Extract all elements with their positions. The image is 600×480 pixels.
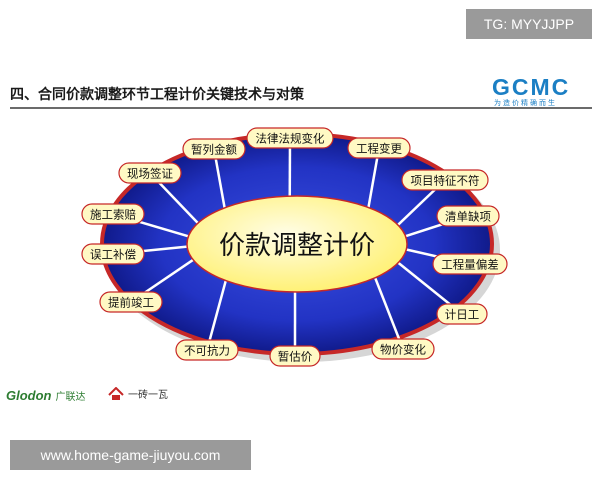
node-10: 提前竣工: [99, 291, 163, 313]
node-badge: [436, 303, 488, 325]
node-badge: [81, 243, 145, 265]
brand-mark: 一砖一瓦: [108, 386, 168, 401]
node-2: 工程变更: [347, 137, 411, 159]
node-badge: [432, 253, 508, 275]
node-label: 现场签证: [127, 167, 173, 181]
glodon-wordmark: Glodon: [6, 387, 52, 403]
spoke-line: [373, 277, 405, 350]
node-label: 不可抗力: [184, 344, 230, 358]
node-label: 工程量偏差: [441, 258, 499, 272]
node-label: 暂列金额: [191, 143, 237, 157]
node-badge: [175, 339, 239, 361]
node-1: 法律法规变化: [246, 127, 334, 149]
node-label: 提前竣工: [108, 296, 154, 310]
spokes: [112, 137, 471, 357]
node-badge: [371, 338, 435, 360]
node-label: 工程变更: [356, 142, 402, 156]
node-badge: [347, 137, 411, 159]
node-badge: [99, 291, 163, 313]
glodon-logo: Glodon 广联达: [6, 384, 86, 406]
center-ellipse: [186, 195, 408, 293]
node-label: 物价变化: [380, 343, 426, 357]
title-divider: [10, 107, 592, 109]
node-6: 计日工: [436, 303, 488, 325]
url-watermark: www.home-game-jiuyou.com: [10, 440, 251, 470]
node-label: 暂估价: [278, 350, 313, 364]
node-label: 法律法规变化: [256, 132, 325, 146]
node-11: 误工补偿: [81, 243, 145, 265]
node-badge: [401, 169, 489, 191]
node-label: 计日工: [445, 308, 480, 322]
logo-word: GCMC: [492, 74, 571, 100]
node-badge: [436, 205, 500, 227]
spoke-line: [205, 280, 228, 351]
house-icon: [108, 386, 124, 400]
center-label: 价款调整计价: [219, 231, 375, 261]
node-12: 施工索赔: [81, 203, 145, 225]
node-label: 清单缺项: [445, 210, 491, 224]
node-4: 清单缺项: [436, 205, 500, 227]
node-label: 项目特征不符: [411, 174, 480, 188]
brand-text: 一砖一瓦: [128, 390, 168, 401]
glodon-cn-name: 广联达: [55, 391, 86, 403]
node-badge: [118, 162, 182, 184]
node-8: 暂估价: [269, 345, 321, 367]
watermark-tag: TG: MYYJJPP: [466, 9, 592, 39]
node-label: 施工索赔: [90, 208, 136, 222]
node-badge: [81, 203, 145, 225]
slide-title: 四、合同价款调整环节工程计价关键技术与对策: [10, 87, 304, 103]
node-label: 误工补偿: [90, 248, 136, 262]
gcmc-logo: GCMC 为造价精确而生: [492, 74, 590, 107]
price-adjustment-diagram: 价款调整计价 法律法规变化工程变更项目特征不符清单缺项工程量偏差计日工物价变化暂…: [81, 127, 508, 367]
node-14: 暂列金额: [182, 138, 246, 160]
node-badge: [246, 127, 334, 149]
node-badge: [182, 138, 246, 160]
node-9: 不可抗力: [175, 339, 239, 361]
node-badge: [269, 345, 321, 367]
node-13: 现场签证: [118, 162, 182, 184]
node-5: 工程量偏差: [432, 253, 508, 275]
node-3: 项目特征不符: [401, 169, 489, 191]
logo-tagline: 为造价精确而生: [494, 99, 557, 107]
node-7: 物价变化: [371, 338, 435, 360]
